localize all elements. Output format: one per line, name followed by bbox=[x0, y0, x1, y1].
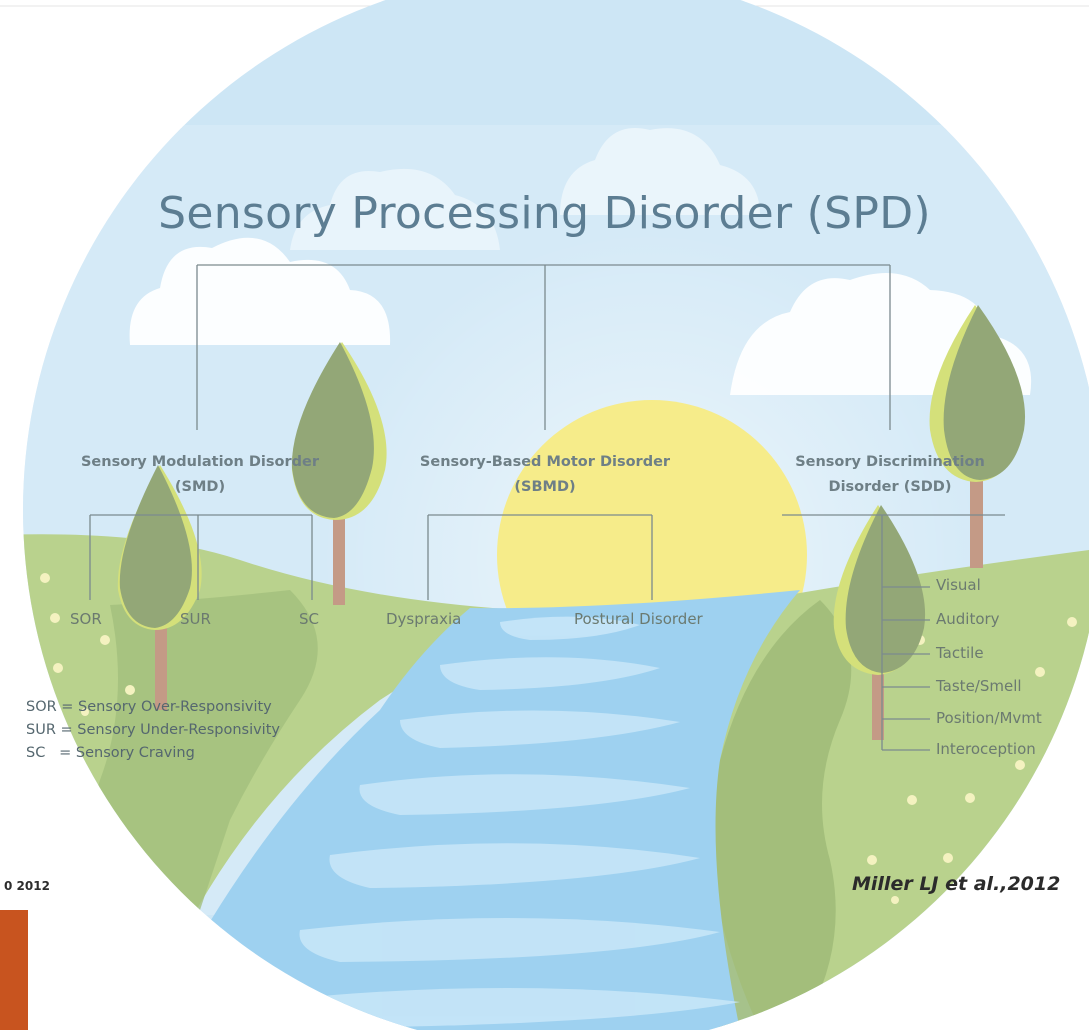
legend-sur: SUR = Sensory Under-Responsivity bbox=[26, 722, 280, 738]
cloud-mid bbox=[290, 168, 500, 250]
category-smd: Sensory Modulation Disorder (SMD) bbox=[60, 450, 340, 500]
category-sdd-line2: Disorder (SDD) bbox=[828, 479, 952, 495]
cloud-top bbox=[560, 128, 760, 215]
flower-dots bbox=[40, 573, 1077, 904]
smd-type-sor: SOR bbox=[70, 610, 102, 628]
legend-sor: SOR = Sensory Over-Responsivity bbox=[26, 699, 272, 715]
legend-sc: SC = Sensory Craving bbox=[26, 745, 195, 761]
category-sbmd: Sensory-Based Motor Disorder (SBMD) bbox=[400, 450, 690, 500]
category-sbmd-line1: Sensory-Based Motor Disorder bbox=[419, 454, 671, 470]
sdd-type-position-mvmt: Position/Mvmt bbox=[936, 709, 1042, 727]
tree-right-back bbox=[929, 305, 1026, 568]
river-waves bbox=[279, 616, 740, 1028]
right-hill-shadow bbox=[705, 600, 852, 1030]
sdd-type-auditory: Auditory bbox=[936, 610, 1000, 628]
orange-accent-bar bbox=[0, 910, 28, 1030]
tree-center-left bbox=[291, 342, 387, 605]
sdd-type-interoception: Interoception bbox=[936, 740, 1036, 758]
category-sdd: Sensory Discrimination Disorder (SDD) bbox=[770, 450, 1010, 500]
hierarchy-lines bbox=[89, 264, 1005, 751]
smd-type-sc: SC bbox=[299, 610, 319, 628]
tree-left bbox=[117, 465, 202, 710]
diagram-title: Sensory Processing Disorder (SPD) bbox=[158, 188, 931, 239]
sdd-type-taste-smell: Taste/Smell bbox=[936, 677, 1022, 695]
legend: SOR = Sensory Over-Responsivity SUR = Se… bbox=[26, 696, 280, 765]
category-smd-line1: Sensory Modulation Disorder bbox=[80, 454, 320, 470]
sdd-type-visual: Visual bbox=[936, 576, 981, 594]
category-smd-line2: (SMD) bbox=[174, 479, 226, 495]
sbmd-type-dyspraxia: Dyspraxia bbox=[386, 610, 462, 628]
smd-type-sur: SUR bbox=[180, 610, 211, 628]
citation: Miller LJ et al.,2012 bbox=[852, 873, 1061, 895]
credit-left: 0 2012 bbox=[4, 879, 50, 893]
sdd-type-tactile: Tactile bbox=[936, 644, 984, 662]
tree-right-front bbox=[833, 505, 926, 740]
category-sdd-line1: Sensory Discrimination bbox=[795, 454, 985, 470]
sbmd-type-postural: Postural Disorder bbox=[574, 610, 703, 628]
category-sbmd-line2: (SBMD) bbox=[514, 479, 576, 495]
